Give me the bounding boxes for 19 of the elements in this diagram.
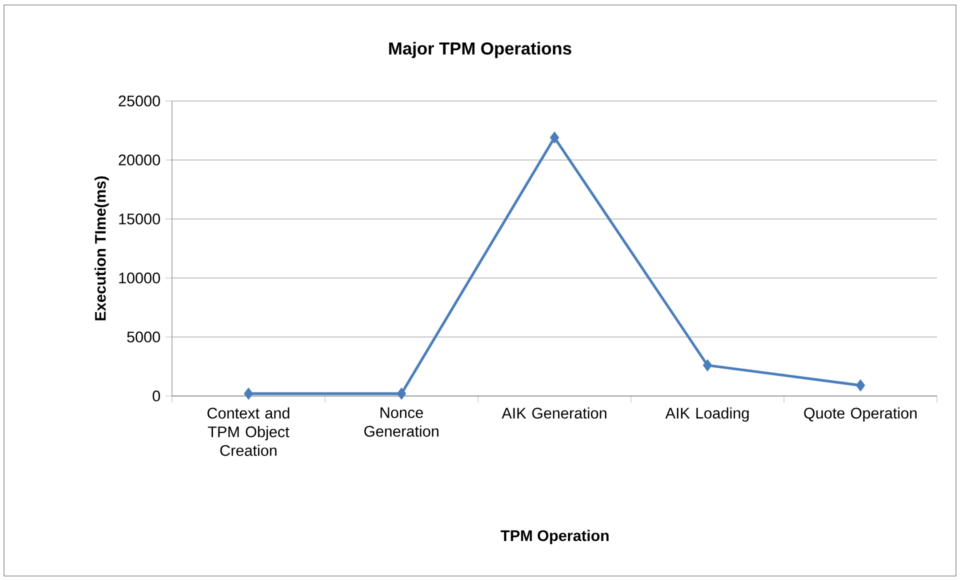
axis-title: TPM Operation <box>500 530 609 544</box>
point <box>397 388 406 399</box>
y-tick-label: 20000 <box>118 154 160 166</box>
x-tick-label: AIK Generation <box>502 407 606 419</box>
x-tick-label: Nonce Generation <box>364 407 438 437</box>
point <box>856 380 865 391</box>
chart-title: Major TPM Operations <box>389 42 572 58</box>
x-tick-label: AIK Loading <box>665 407 749 422</box>
y-tick-label: 15000 <box>119 214 160 224</box>
point <box>703 360 712 371</box>
y-tick-label: 10000 <box>119 272 160 284</box>
y-axis-title: Execution TIme(ms) <box>94 176 109 320</box>
y-tick-label: 25000 <box>118 96 160 106</box>
point <box>244 388 253 399</box>
point <box>550 132 559 143</box>
x-tick-label: Quote Operation <box>804 407 917 422</box>
x-tick-label: Context and TPM Object Creation <box>208 407 290 456</box>
y-tick-label: 0 <box>152 390 160 402</box>
y-tick-label: 5000 <box>127 332 160 342</box>
